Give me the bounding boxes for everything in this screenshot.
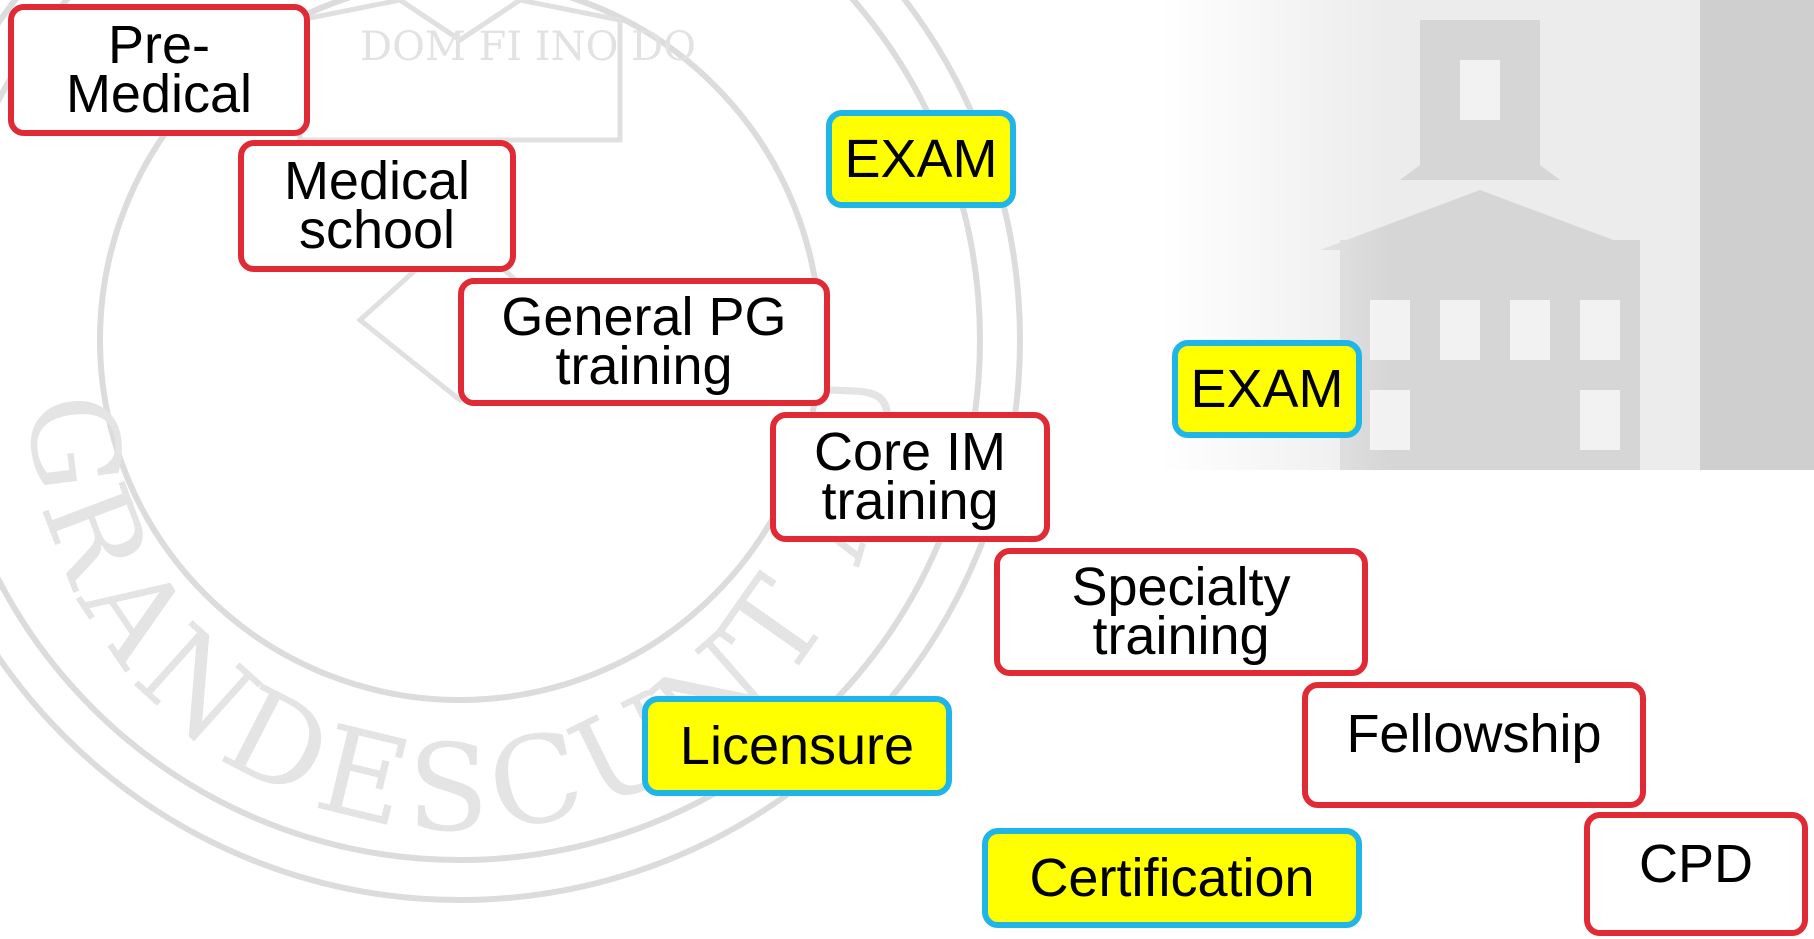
stage-label: Specialty training — [1071, 557, 1291, 666]
stage-fellowship: Fellowship — [1302, 682, 1646, 808]
milestone-label: Certification — [1029, 847, 1315, 908]
milestone-label: EXAM — [1190, 358, 1344, 419]
milestone-label: Licensure — [679, 715, 915, 776]
milestone-certification: Certification — [982, 828, 1362, 928]
milestone-exam-1: EXAM — [826, 110, 1016, 208]
stage-label: CPD — [1638, 834, 1753, 894]
milestone-exam-2: EXAM — [1172, 340, 1362, 438]
milestone-licensure: Licensure — [642, 696, 952, 796]
stage-general-pg-training: General PG training — [458, 278, 830, 406]
stage-core-im-training: Core IM training — [770, 412, 1050, 542]
stage-label: Fellowship — [1346, 704, 1602, 764]
stage-specialty-training: Specialty training — [994, 548, 1368, 676]
stage-pre-medical: Pre- Medical — [8, 4, 310, 136]
milestone-label: EXAM — [844, 128, 998, 189]
stage-label: Core IM training — [813, 422, 1007, 531]
stage-label: General PG training — [501, 287, 787, 396]
stage-label: Pre- Medical — [65, 15, 253, 124]
stage-medical-school: Medical school — [238, 140, 516, 272]
stage-label: Medical school — [283, 151, 471, 260]
stage-cpd: CPD — [1584, 812, 1808, 936]
seal-book-text: DOM FI INO DO — [360, 24, 696, 70]
